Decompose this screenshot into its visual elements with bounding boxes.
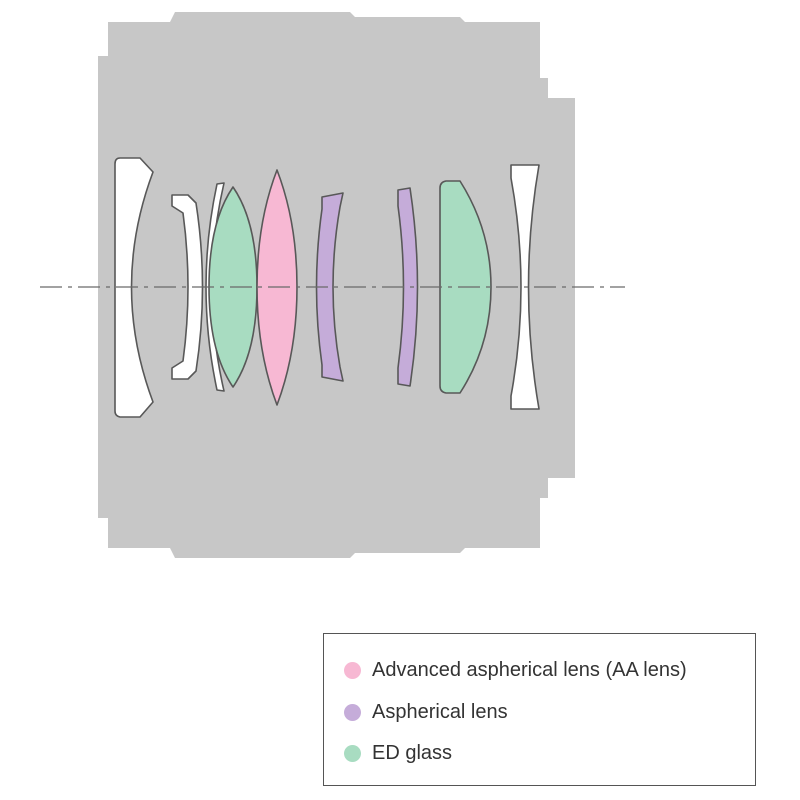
lens-element-2-plain	[171, 194, 204, 380]
legend-label-aa-lens: Advanced aspherical lens (AA lens)	[372, 658, 687, 681]
lens-barrel	[98, 12, 575, 558]
legend-label-aspherical: Aspherical lens	[372, 700, 508, 723]
lens-element-1-plain	[114, 157, 154, 418]
legend: Advanced aspherical lens (AA lens) Asphe…	[323, 633, 756, 786]
legend-item-aa-lens: Advanced aspherical lens (AA lens)	[344, 655, 687, 685]
aspherical-lens-swatch	[344, 703, 361, 721]
legend-label-ed-glass: ED glass	[372, 741, 453, 764]
legend-item-ed-glass: ED glass	[344, 738, 452, 768]
lens-element-6-aspherical	[315, 192, 344, 382]
lens-element-7-aspherical	[397, 187, 419, 387]
ed-glass-swatch	[344, 744, 361, 762]
aa-lens-swatch	[344, 661, 361, 679]
legend-item-aspherical: Aspherical lens	[344, 697, 508, 727]
